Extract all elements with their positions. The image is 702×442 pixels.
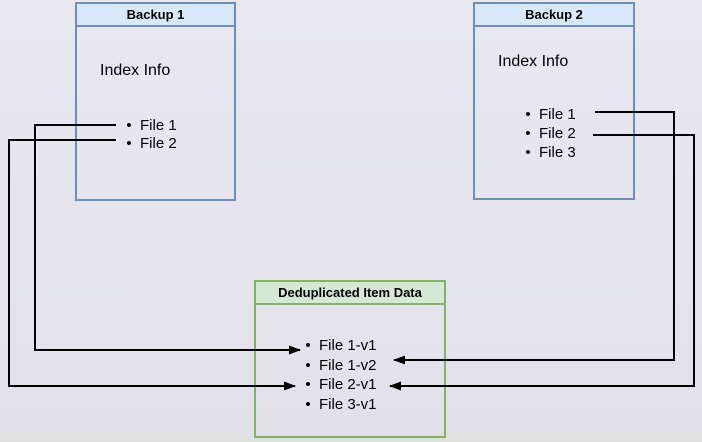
backup1-title: Backup 1	[77, 4, 234, 27]
list-item: File 2	[124, 134, 177, 152]
backup1-index-info-label: Index Info	[100, 62, 171, 79]
backup1-file-list: File 1 File 2	[124, 116, 177, 152]
list-item: File 1	[523, 105, 576, 124]
deduplicated-item-data-box: Deduplicated Item Data File 1-v1 File 1-…	[254, 280, 446, 438]
list-item: File 1-v2	[303, 356, 377, 376]
backup1-box: Backup 1 Index Info File 1 File 2	[75, 2, 236, 201]
list-item: File 1-v1	[303, 336, 377, 356]
list-item: File 1	[124, 116, 177, 134]
dedup-item-list: File 1-v1 File 1-v2 File 2-v1 File 3-v1	[303, 336, 377, 414]
backup2-title: Backup 2	[475, 4, 633, 27]
list-item: File 2-v1	[303, 375, 377, 395]
backup2-file-list: File 1 File 2 File 3	[523, 105, 576, 162]
list-item: File 2	[523, 124, 576, 143]
dedup-title: Deduplicated Item Data	[256, 282, 444, 305]
backup2-index-info-label: Index Info	[498, 53, 569, 70]
list-item: File 3-v1	[303, 395, 377, 415]
backup2-box: Backup 2 Index Info File 1 File 2 File 3	[473, 2, 635, 200]
list-item: File 3	[523, 143, 576, 162]
